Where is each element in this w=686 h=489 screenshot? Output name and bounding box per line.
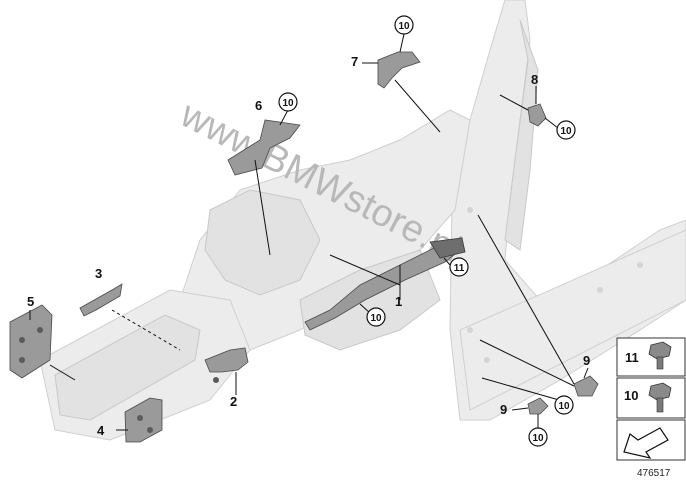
- callout-9b: 9: [500, 402, 507, 417]
- circle-callout-6: 10: [278, 92, 298, 112]
- leader-lines: [29, 33, 589, 431]
- circle-callout-7: 10: [394, 15, 414, 35]
- legend-box-10: [616, 377, 686, 419]
- circle-callout-8: 10: [556, 120, 576, 140]
- part-9-bracket-a: [573, 375, 599, 397]
- callout-3: 3: [95, 266, 102, 281]
- callout-9a: 9: [583, 353, 590, 368]
- bolt-icon-11: [648, 341, 672, 370]
- fastener-legend: 11 10: [616, 337, 686, 461]
- part-callouts: 1 2 3 4 5 6 7 8 9 9: [27, 54, 590, 438]
- callout-8: 8: [531, 72, 538, 87]
- svg-text:10: 10: [398, 21, 410, 32]
- part-8-bracket: [527, 103, 547, 127]
- callout-7: 7: [351, 54, 358, 69]
- svg-text:11: 11: [454, 263, 465, 274]
- part-1-brace: [304, 237, 466, 331]
- callout-2: 2: [230, 394, 237, 409]
- image-code: 476517: [637, 468, 671, 479]
- circle-callout-11: 11: [449, 257, 469, 277]
- part-2-bracket: [204, 347, 249, 383]
- svg-text:10: 10: [532, 433, 544, 444]
- part-6-bracket: [227, 119, 301, 176]
- callout-4: 4: [97, 423, 105, 438]
- callout-1: 1: [395, 294, 402, 309]
- svg-text:10: 10: [370, 313, 382, 324]
- circle-callout-9a: 10: [554, 395, 574, 415]
- circle-callout-9b: 10: [528, 427, 548, 447]
- callout-6: 6: [255, 98, 262, 113]
- svg-text:10: 10: [558, 401, 570, 412]
- vehicle-body-structure: [39, 0, 686, 441]
- svg-text:10: 10: [282, 98, 294, 109]
- part-3-bracket: [79, 283, 123, 317]
- part-7-bracket: [377, 51, 421, 89]
- part-4-plate: [124, 397, 163, 443]
- part-9-bracket-b: [527, 397, 549, 415]
- circle-callout-1: 10: [366, 307, 386, 327]
- legend-label-10: 10: [624, 388, 638, 403]
- circled-callouts: 10 10 10 11 10 10 10: [278, 15, 576, 447]
- svg-text:10: 10: [560, 126, 572, 137]
- bolt-icon-10: [648, 382, 672, 413]
- legend-label-11: 11: [625, 350, 639, 365]
- part-5-plate: [9, 304, 53, 379]
- direction-arrow-icon: [623, 427, 669, 459]
- legend-box-11: [616, 337, 686, 377]
- callout-5: 5: [27, 294, 34, 309]
